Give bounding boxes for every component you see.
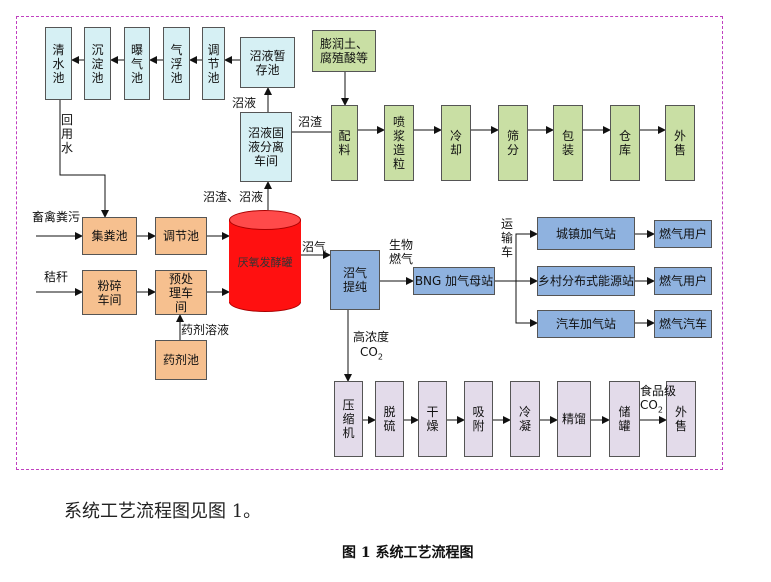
zhaye-storage-pool: 沼液暂存池 <box>240 37 295 88</box>
town-gas-station: 城镇加气站 <box>537 217 635 250</box>
label-huiyongshui: 回用水 <box>60 113 73 155</box>
yuchuli-workshop: 预处理车间 <box>155 270 207 315</box>
vehicle-gas-station: 汽车加气站 <box>537 310 635 338</box>
baozhuang-box: 包装 <box>553 105 583 181</box>
figure-caption: 图 1 系统工艺流程图 <box>342 545 474 561</box>
tiaojie-pool-top: 调节池 <box>202 27 225 100</box>
lengning-box: 冷凝 <box>510 381 540 457</box>
chuguan-box: 储罐 <box>609 381 640 457</box>
label-shengwu: 生物燃气 <box>388 238 413 266</box>
puqi-pool: 曝气池 <box>124 27 150 100</box>
label-gaonongdu: 高浓度 <box>353 330 390 344</box>
compressor-box: 压缩机 <box>334 381 363 457</box>
jingliu-box: 精馏 <box>557 381 591 457</box>
label-zhazha: 沼渣 <box>298 115 323 129</box>
qifu-pool: 气浮池 <box>163 27 190 100</box>
xifu-box: 吸附 <box>464 381 493 457</box>
biogas-purification: 沼气提纯 <box>330 250 380 310</box>
label-yunshuche: 运输车 <box>500 217 513 259</box>
fensui-workshop: 粉碎车间 <box>82 270 137 315</box>
lengque-box: 冷却 <box>441 105 471 181</box>
label-jiegan: 秸秆 <box>44 270 69 284</box>
qingshui-pool: 清水池 <box>45 27 72 100</box>
label-co2-food: CO2 <box>640 398 663 415</box>
peiliao-box: 配料 <box>331 105 358 181</box>
cangku-box: 仓库 <box>610 105 640 181</box>
pengrun-additives: 膨润土、腐殖酸等 <box>312 30 376 72</box>
ganzao-box: 干燥 <box>418 381 447 457</box>
diagram-frame <box>16 16 723 470</box>
label-zhazha-zhaye: 沼渣、沼液 <box>203 190 264 204</box>
waishou-box-1: 外售 <box>665 105 695 181</box>
tank-label: 厌氧发酵罐 <box>237 256 293 269</box>
bng-mother-station: BNG 加气母站 <box>413 267 495 295</box>
label-yaojirongye: 药剂溶液 <box>181 323 230 337</box>
label-chuqin: 畜禽粪污 <box>32 210 81 224</box>
village-energy-station: 乡村分布式能源站 <box>537 266 635 296</box>
label-zhaqi: 沼气 <box>302 240 327 254</box>
gas-vehicle-user: 燃气汽车 <box>654 310 712 338</box>
shaifen-box: 筛分 <box>498 105 528 181</box>
jifen-pool: 集粪池 <box>82 217 137 255</box>
solid-liquid-separation: 沼液固液分离车间 <box>240 112 292 182</box>
gas-user-2: 燃气用户 <box>654 267 712 295</box>
tuoliu-box: 脱硫 <box>375 381 404 457</box>
label-co2-high: CO2 <box>360 345 383 362</box>
penjiang-box: 喷浆造粒 <box>384 105 414 181</box>
waishou-box-2: 外售 <box>666 381 696 457</box>
chendian-pool: 沉淀池 <box>84 27 111 100</box>
label-zhaye: 沼液 <box>232 96 257 110</box>
gas-user-1: 燃气用户 <box>654 220 712 248</box>
anaerobic-digester-tank: 厌氧发酵罐 <box>229 210 301 312</box>
body-text: 系统工艺流程图见图 1。 <box>64 501 262 522</box>
yaoji-pool: 药剂池 <box>155 340 207 380</box>
tiaojie-pool-mid: 调节池 <box>155 217 207 255</box>
label-shipinji: 食品级 <box>640 384 677 398</box>
